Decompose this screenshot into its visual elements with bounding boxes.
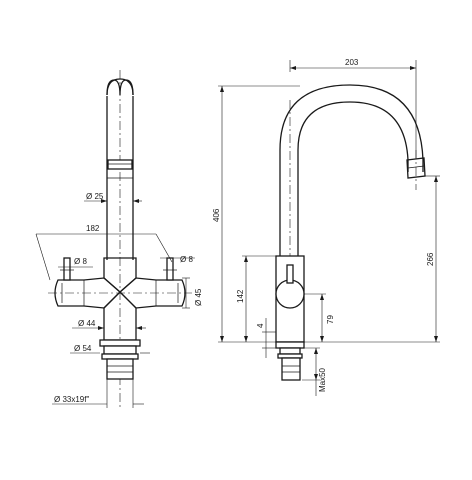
dim-base-gap: 4 bbox=[256, 323, 265, 328]
dim-max-depth: Max50 bbox=[318, 367, 327, 392]
front-right-lever bbox=[166, 257, 174, 281]
front-right-handle bbox=[119, 277, 186, 309]
dim-handle-dia-left: Ø 8 bbox=[74, 257, 87, 266]
dim-body-dia: Ø 45 bbox=[194, 288, 203, 306]
dim-handle-span: 182 bbox=[86, 224, 100, 233]
side-handle-knob bbox=[275, 279, 305, 309]
dim-reach: 203 bbox=[345, 58, 359, 67]
side-view bbox=[275, 84, 426, 381]
side-spout-outer bbox=[279, 84, 424, 258]
front-spout-ring bbox=[107, 159, 133, 170]
side-spout-inner bbox=[297, 101, 409, 258]
dim-handle-dia-right: Ø 8 bbox=[180, 255, 193, 264]
dim-spout-dia: Ø 25 bbox=[86, 192, 104, 201]
front-view bbox=[48, 70, 192, 410]
side-flange bbox=[275, 341, 305, 349]
front-flange bbox=[99, 339, 141, 347]
dim-lever-height: 79 bbox=[326, 315, 335, 324]
front-left-lever bbox=[63, 257, 71, 281]
side-thread bbox=[281, 357, 301, 381]
dim-total-height: 406 bbox=[212, 208, 221, 222]
dim-base-dia: Ø 44 bbox=[78, 319, 96, 328]
front-lower-body bbox=[103, 291, 137, 341]
dim-flange-dia: Ø 54 bbox=[74, 344, 92, 353]
front-left-handle bbox=[54, 277, 121, 309]
side-lever bbox=[286, 264, 294, 284]
dim-spout-height: 266 bbox=[426, 252, 435, 266]
front-dimensions: Ø 25 182 Ø 8 Ø 8 Ø 45 Ø 44 Ø 54 Ø 33x19f… bbox=[35, 192, 203, 408]
side-dimensions: 203 406 266 142 79 4 bbox=[212, 58, 440, 396]
dim-body-height: 142 bbox=[236, 289, 245, 303]
dim-thread: Ø 33x19f" bbox=[54, 395, 89, 404]
front-thread bbox=[106, 358, 134, 380]
